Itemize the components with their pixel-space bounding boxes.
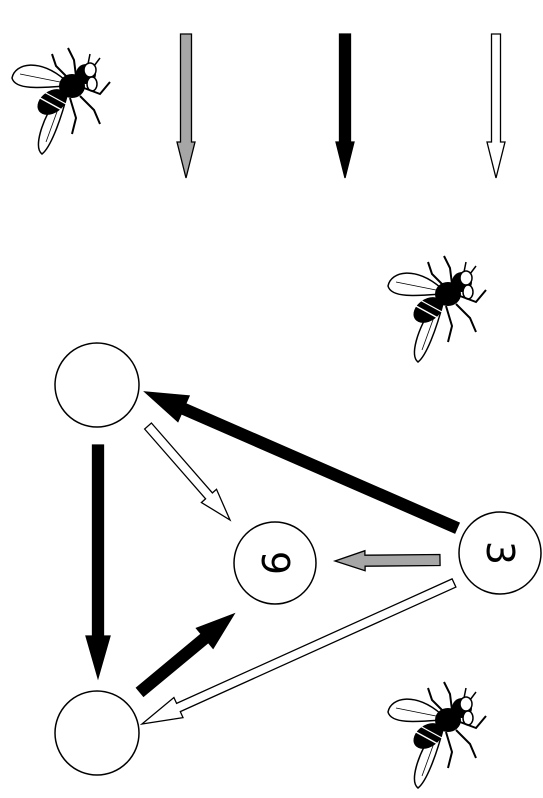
edge-top-left-to-bottom-left (85, 444, 111, 681)
edge-bottom-left-to-center (135, 612, 236, 698)
node-bottom-left (54, 690, 140, 776)
legend-arrow-black (335, 33, 355, 179)
edge-top-left-to-center (143, 422, 232, 522)
node-right: 3 (458, 511, 542, 595)
fly-icon-bottom-right (387, 681, 487, 789)
node-center-label: 9 (253, 551, 297, 575)
edge-right-to-center (332, 549, 441, 572)
fly-icon-middle-right (387, 255, 487, 363)
legend-arrow-gray (176, 33, 196, 179)
node-center: 9 (233, 521, 317, 605)
fly-icon-top-left (11, 47, 111, 155)
node-top-left (54, 342, 140, 428)
node-right-label: 3 (478, 541, 522, 565)
edge-right-to-top-left (143, 391, 461, 534)
legend-arrow-white (486, 33, 506, 179)
edge-right-to-bottom-left (139, 578, 457, 726)
